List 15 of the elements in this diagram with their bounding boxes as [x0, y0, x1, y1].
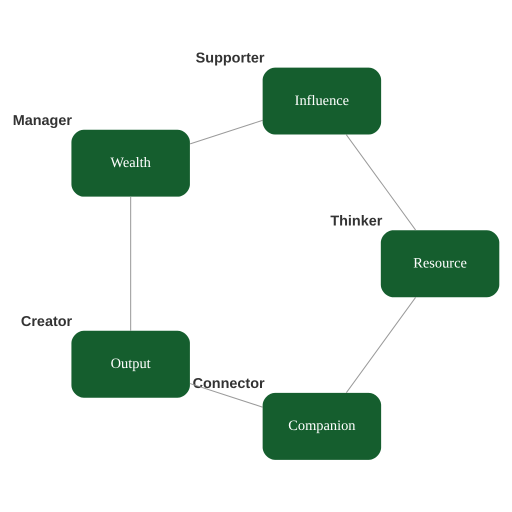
connector	[190, 383, 263, 408]
node-box: Wealth	[71, 130, 190, 197]
connector	[346, 134, 416, 230]
node-box: Resource	[380, 230, 500, 298]
node-box: Influence	[262, 68, 382, 135]
connector	[346, 297, 416, 394]
node-label: Supporter	[196, 50, 265, 67]
node-box: Output	[71, 330, 190, 398]
node-label: Connector	[192, 376, 265, 392]
node-label: Thinker	[330, 213, 382, 230]
node-box: Companion	[262, 392, 382, 460]
connector	[130, 196, 132, 331]
node-label: Manager	[12, 112, 72, 129]
node-label: Creator	[20, 314, 72, 330]
connector	[190, 120, 263, 144]
